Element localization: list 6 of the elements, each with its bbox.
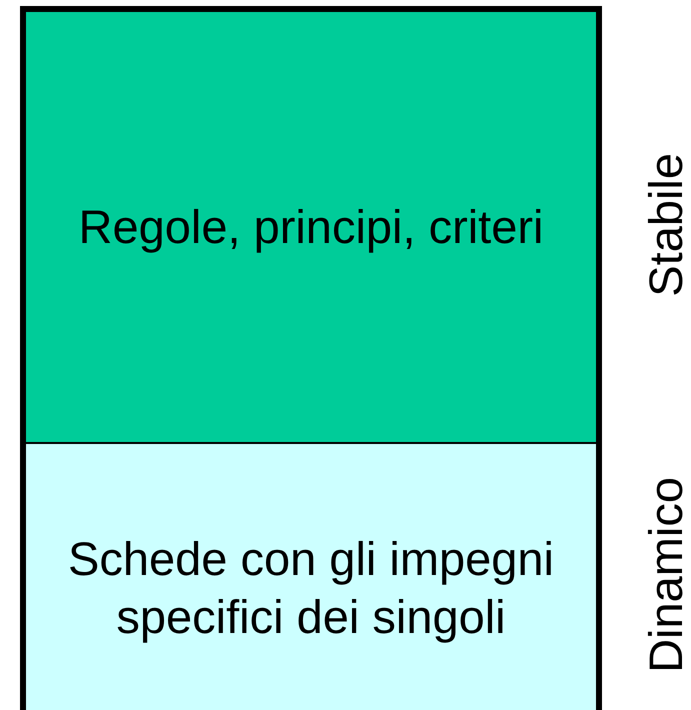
side-label: Dinamico bbox=[640, 477, 691, 673]
band-label: Regole, principi, criteri bbox=[78, 199, 544, 255]
layer-band bbox=[26, 442, 596, 710]
band-label: Schede con gli impegni specifici dei singoli bbox=[67, 531, 555, 645]
layer-band bbox=[26, 12, 596, 442]
side-label: Stabile bbox=[640, 153, 691, 297]
